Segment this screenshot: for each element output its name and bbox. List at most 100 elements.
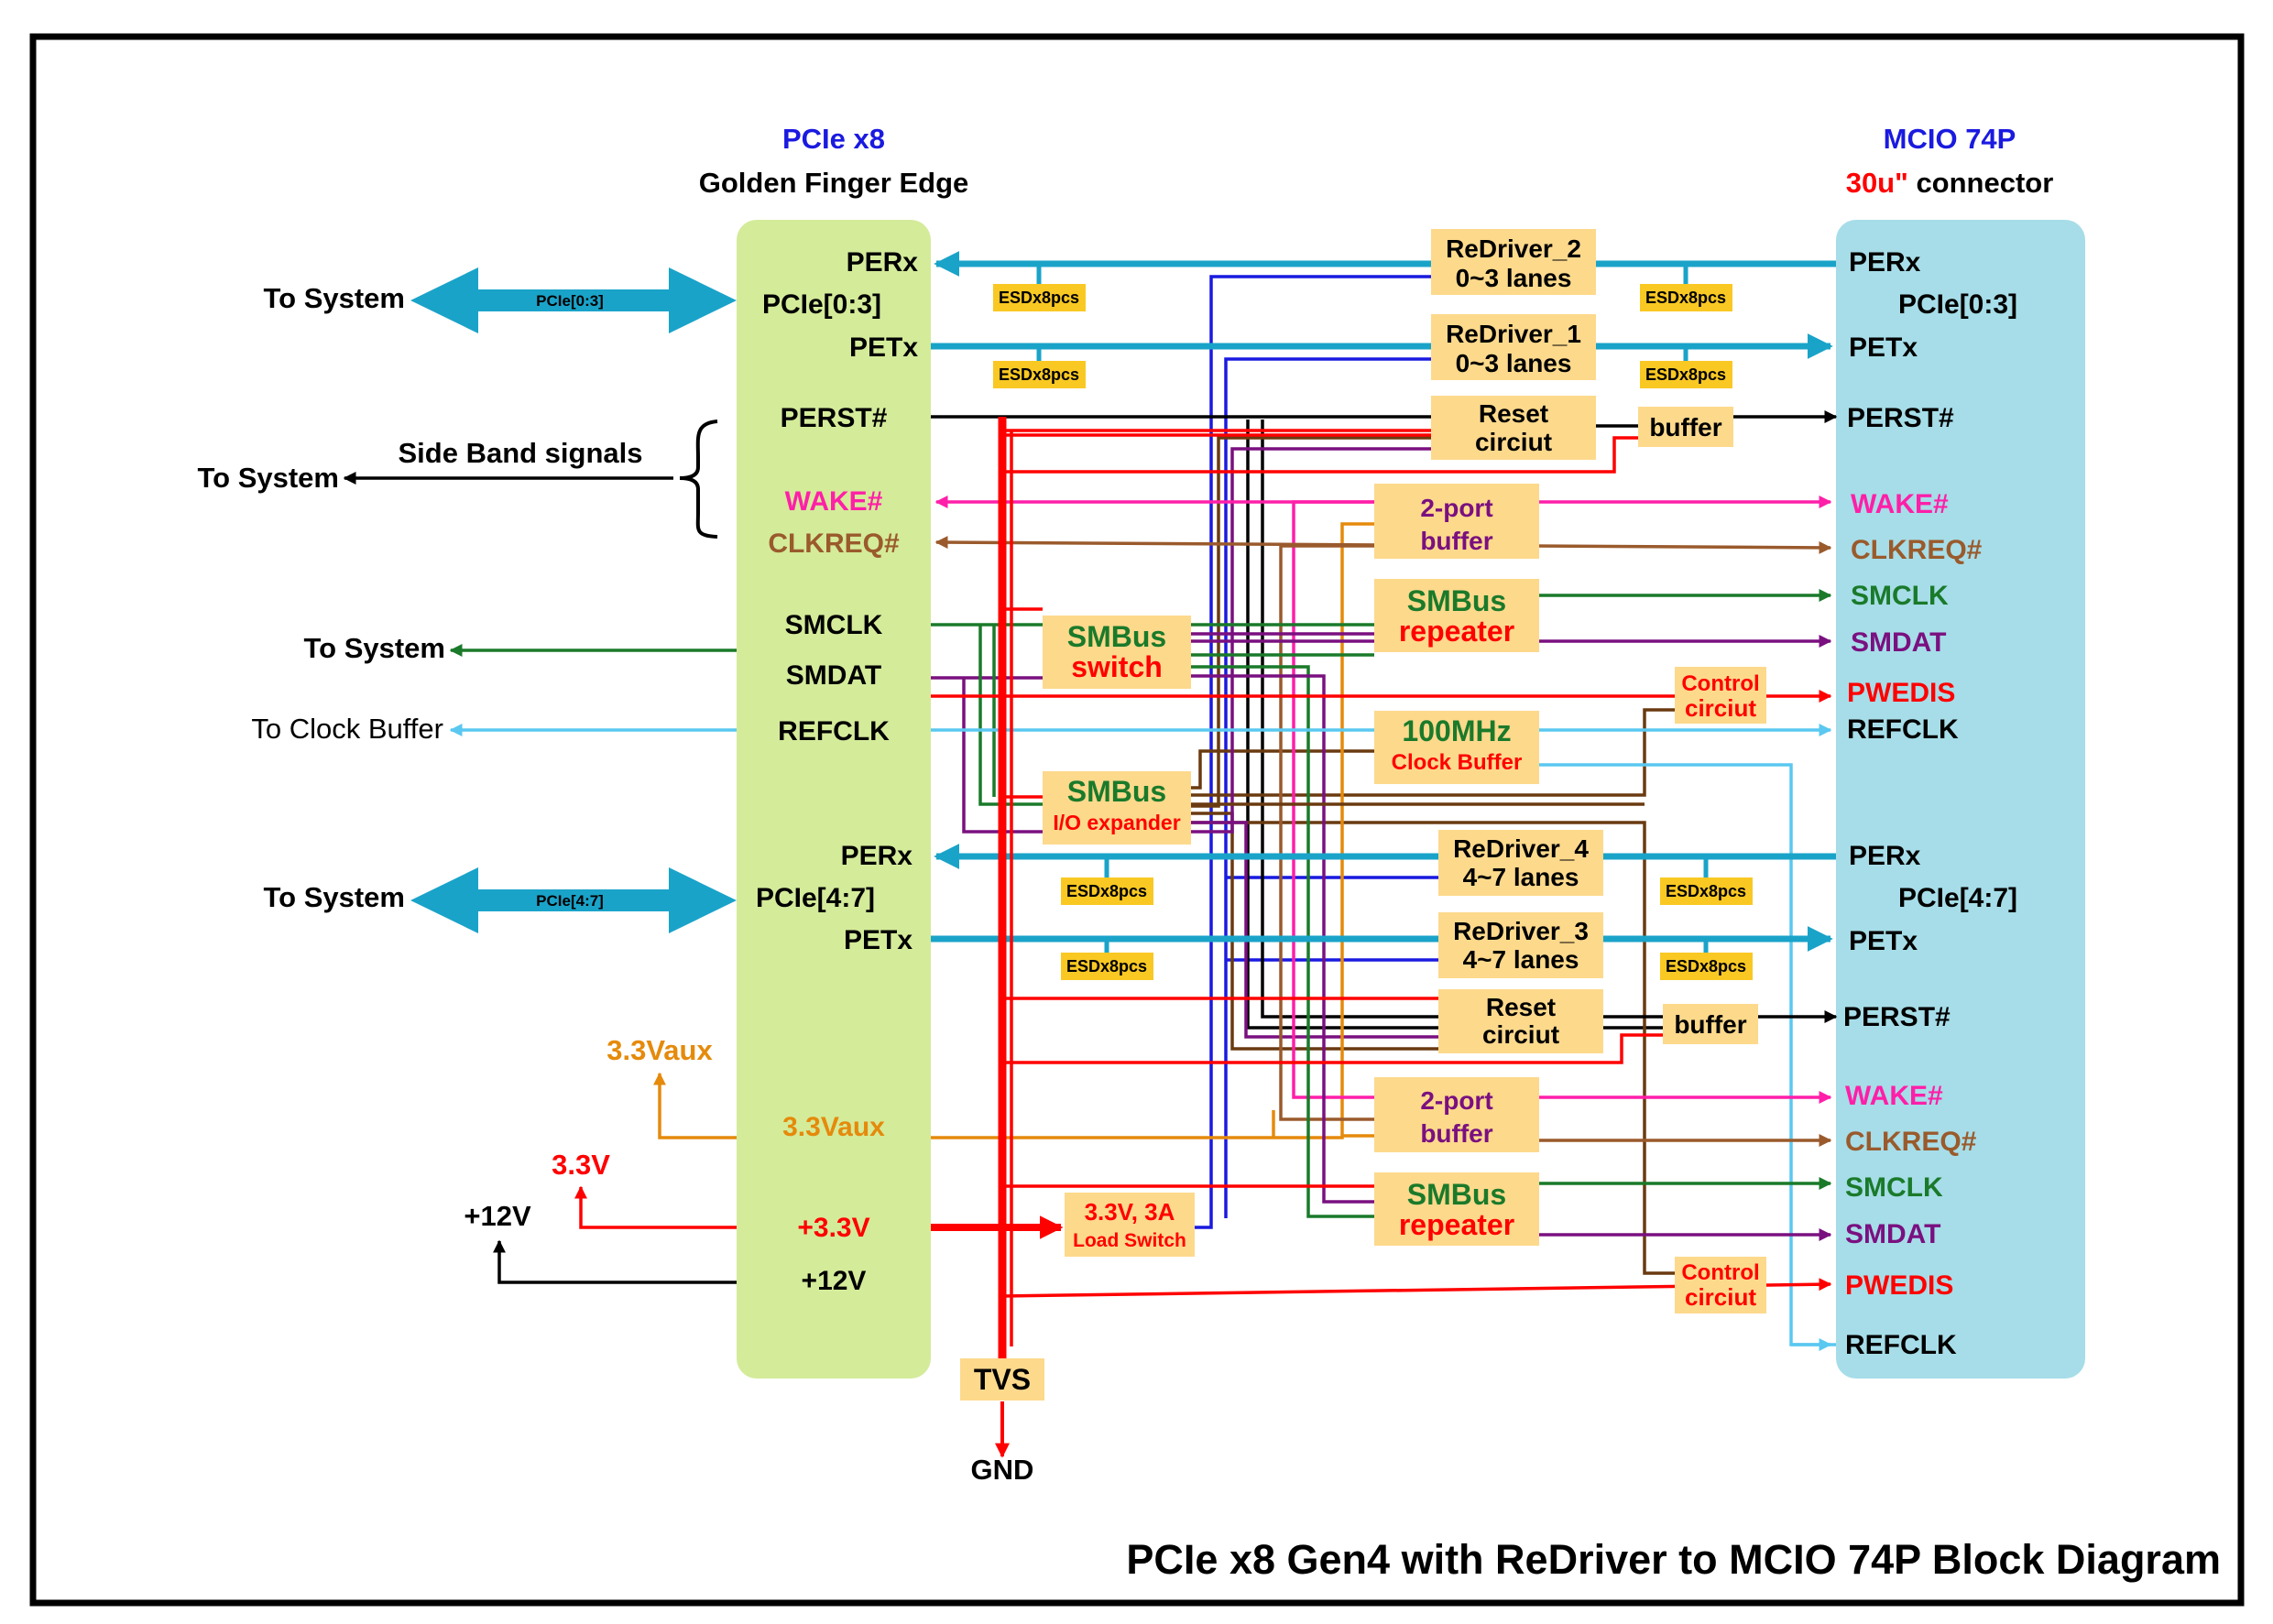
svg-text:4~7 lanes: 4~7 lanes [1463, 945, 1579, 974]
svg-text:circiut: circiut [1475, 428, 1552, 456]
redriver1-block: ReDriver_1 0~3 lanes [1431, 314, 1596, 380]
left-pin-smdat: SMDAT [786, 660, 881, 691]
svg-text:circiut: circiut [1482, 1020, 1559, 1049]
svg-text:buffer: buffer [1420, 527, 1492, 555]
redriver-enable-wire-2 [1224, 357, 1431, 1218]
buffer-2-block: buffer [1663, 1004, 1758, 1044]
svg-text:0~3 lanes: 0~3 lanes [1456, 264, 1572, 292]
svg-text:buffer: buffer [1420, 1119, 1492, 1148]
svg-text:4~7 lanes: 4~7 lanes [1463, 863, 1579, 891]
redriver2-block: ReDriver_2 0~3 lanes [1431, 229, 1596, 295]
esd-box [1640, 284, 1732, 311]
reset-circuit-1-block: Reset circiut [1431, 396, 1596, 460]
right-pin-pwedis-a: PWEDIS [1847, 678, 1955, 708]
esd-box [993, 361, 1086, 388]
right-pin-refclk-b: REFCLK [1845, 1330, 1957, 1360]
two-port-buffer-1-block: 2-port buffer [1374, 484, 1539, 559]
svg-text:TVS: TVS [974, 1363, 1031, 1396]
gnd-label: GND [971, 1454, 1034, 1486]
smbus-repeater-1-block: SMBus repeater [1374, 579, 1539, 652]
svg-text:SMBus: SMBus [1407, 584, 1506, 617]
v12-power-label: +12V [464, 1200, 531, 1232]
esd-box [1640, 361, 1732, 388]
right-pin-smclk-b: SMCLK [1845, 1172, 1943, 1203]
svg-text:100MHz: 100MHz [1402, 714, 1511, 747]
svg-text:ReDriver_3: ReDriver_3 [1453, 917, 1589, 945]
smbus-repeater-2-block: SMBus repeater [1374, 1172, 1539, 1246]
left-header-line1: PCIe x8 [782, 123, 885, 155]
esd-box [1061, 877, 1153, 905]
two-port-buffer-2-block: 2-port buffer [1374, 1077, 1539, 1152]
right-pin-wake-a: WAKE# [1851, 489, 1949, 519]
smbus-switch-block: SMBus switch [1043, 616, 1191, 689]
svg-text:ReDriver_1: ReDriver_1 [1446, 320, 1581, 348]
svg-text:buffer: buffer [1649, 413, 1721, 441]
to-system-label-2: To System [198, 462, 339, 494]
svg-text:circiut: circiut [1685, 694, 1756, 722]
pcie03-system-arrow: PCIe[0:3] [410, 267, 737, 333]
svg-text:Reset: Reset [1479, 399, 1548, 428]
brown-clk-wire [1191, 749, 1374, 790]
right-pin-pcie03: PCIe[0:3] [1898, 289, 2017, 320]
svg-text:3.3V, 3A: 3.3V, 3A [1085, 1198, 1175, 1226]
svg-text:2-port: 2-port [1420, 494, 1492, 522]
left-pin-perx-b: PERx [841, 841, 913, 871]
v33-power-line [574, 1185, 737, 1229]
brown-io-wire-2 [1191, 821, 1675, 1275]
svg-text:Control: Control [1681, 1260, 1759, 1285]
left-pin-petx-a: PETx [849, 332, 918, 363]
outer-frame [29, 33, 2245, 1607]
right-pin-pwedis-b: PWEDIS [1845, 1270, 1953, 1301]
side-band-label: Side Band signals [398, 437, 642, 469]
right-pin-smdat-a: SMDAT [1851, 627, 1946, 658]
svg-text:repeater: repeater [1399, 615, 1514, 648]
rail-to-buffer-b [1002, 1033, 1663, 1064]
left-connector-body [737, 220, 931, 1379]
left-pin-smclk: SMCLK [785, 610, 883, 640]
aux-power-label: 3.3Vaux [606, 1034, 713, 1066]
svg-text:ReDriver_2: ReDriver_2 [1446, 234, 1581, 263]
right-pin-pcie47: PCIe[4:7] [1898, 883, 2017, 913]
right-header-plating: 30u" [1846, 167, 1908, 199]
orange-aux-wire [931, 522, 1374, 1139]
svg-text:Clock Buffer: Clock Buffer [1392, 750, 1523, 775]
side-band-brace [679, 420, 718, 539]
pcie47-bus-label: PCIe[4:7] [536, 892, 604, 910]
left-pin-clkreq: CLKREQ# [768, 529, 900, 559]
right-pin-petx-a: PETx [1849, 332, 1918, 363]
pcie03-bus-label: PCIe[0:3] [536, 292, 604, 310]
aux-power-line [653, 1072, 737, 1139]
esd-label: ESDx8pcs [999, 289, 1079, 307]
pink-wake-wire-1 [1292, 500, 1374, 1099]
functional-blocks: ReDriver_2 0~3 lanes ReDriver_1 0~3 lane… [960, 229, 1766, 1401]
perst-buffer-wire-b [1261, 420, 1440, 1019]
left-pin-petx-b: PETx [844, 925, 912, 955]
io-expander-block: SMBus I/O expander [1043, 771, 1191, 845]
pcie47-system-arrow: PCIe[4:7] [410, 867, 737, 933]
esd-box [1660, 877, 1753, 905]
reset-circuit-2-block: Reset circiut [1438, 989, 1603, 1053]
right-pin-smdat-b: SMDAT [1845, 1219, 1940, 1249]
esd-box [993, 284, 1086, 311]
right-pin-perx-b: PERx [1849, 841, 1921, 871]
smclk-to-ioexp [978, 625, 1043, 806]
right-pin-smclk-a: SMCLK [1851, 581, 1949, 611]
to-system-label-1: To System [264, 282, 405, 314]
right-pin-clkreq-b: CLKREQ# [1845, 1127, 1977, 1157]
svg-text:ReDriver_4: ReDriver_4 [1453, 834, 1589, 863]
svg-text:buffer: buffer [1674, 1010, 1746, 1039]
clock-buffer-block: 100MHz Clock Buffer [1374, 711, 1539, 784]
svg-text:switch: switch [1071, 650, 1163, 683]
left-pin-perx-a: PERx [847, 247, 919, 278]
left-pin-pcie47: PCIe[4:7] [756, 883, 875, 913]
right-pin-petx-b: PETx [1849, 926, 1918, 956]
right-pin-perst-b: PERST# [1843, 1002, 1951, 1032]
left-pin-pcie03: PCIe[0:3] [762, 289, 881, 320]
svg-text:SMBus: SMBus [1407, 1178, 1506, 1211]
diagram-title: PCIe x8 Gen4 with ReDriver to MCIO 74P B… [1126, 1536, 2221, 1583]
svg-text:SMBus: SMBus [1067, 620, 1166, 653]
left-pin-wake: WAKE# [785, 486, 883, 517]
brown-io-wire-4 [1191, 812, 1438, 1051]
right-pin-refclk-a: REFCLK [1847, 714, 1959, 745]
control-circuit-2-block: Control circiut [1675, 1257, 1766, 1313]
